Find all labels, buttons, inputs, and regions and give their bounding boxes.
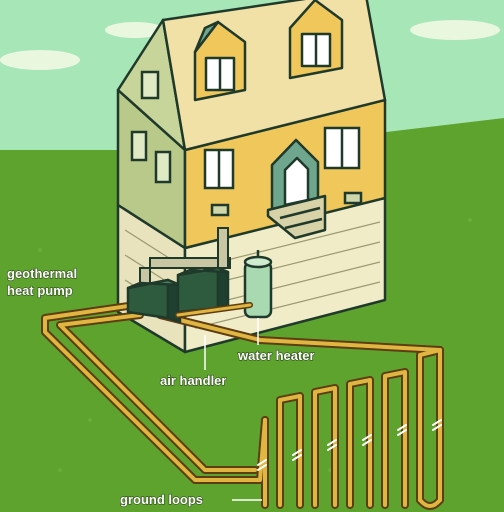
label-air-handler: air handler — [160, 373, 226, 388]
label-heat-pump-line1: geothermal — [7, 266, 77, 281]
air-handler-icon — [178, 268, 228, 312]
label-ground-loops: ground loops — [120, 492, 203, 507]
label-water-heater: water heater — [237, 348, 315, 363]
label-heat-pump-line2: heat pump — [7, 283, 73, 298]
